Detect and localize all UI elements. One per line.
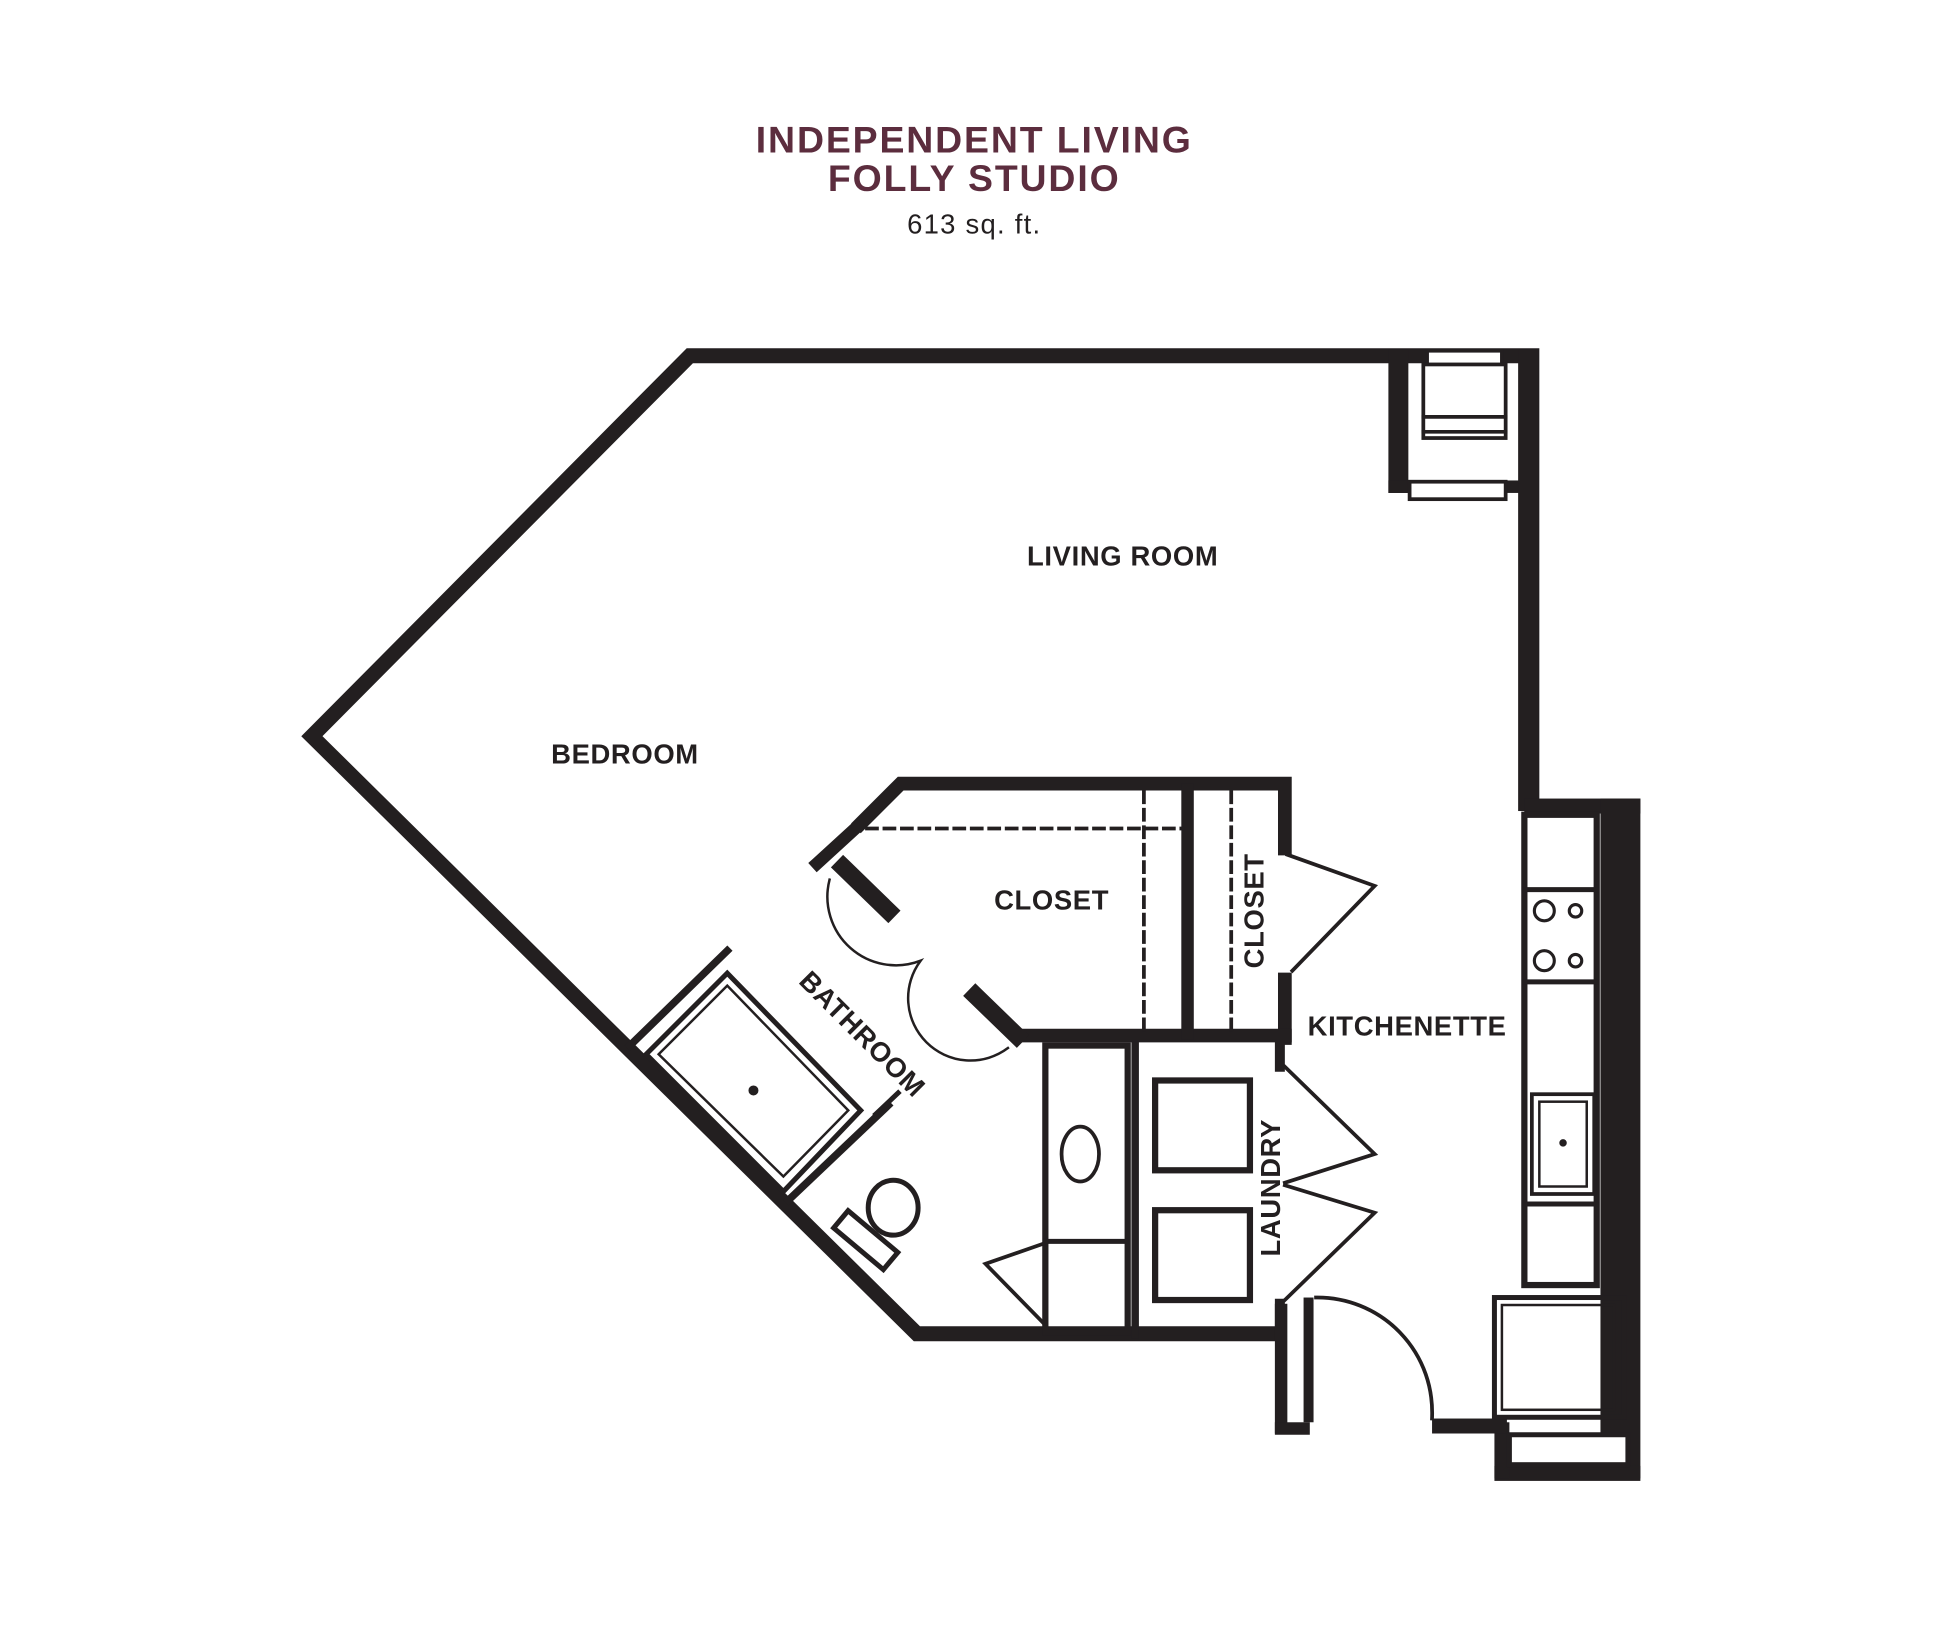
label-closet-small: CLOSET (1239, 853, 1270, 968)
title-line-2: FOLLY STUDIO (828, 157, 1121, 199)
stove-icon (1532, 899, 1584, 973)
title-line-1: INDEPENDENT LIVING (756, 118, 1193, 160)
dryer-icon (1152, 1207, 1254, 1304)
bathtub-icon (624, 945, 902, 1206)
entry-door (1314, 1295, 1435, 1421)
laundry-area (1131, 1040, 1379, 1340)
kitchen-counter (1521, 811, 1600, 1289)
sink-icon (1529, 1092, 1597, 1196)
exterior-walls (301, 348, 1641, 1481)
vanity-icon (982, 1042, 1131, 1336)
label-laundry: LAUNDRY (1255, 1119, 1286, 1256)
area-text: 613 sq. ft. (907, 208, 1041, 239)
label-bedroom: BEDROOM (551, 739, 699, 770)
label-living-room: LIVING ROOM (1027, 540, 1218, 571)
label-closet-main: CLOSET (994, 885, 1109, 916)
label-kitchenette: KITCHENETTE (1308, 1011, 1507, 1042)
closet-shelf-dashes (865, 790, 1234, 1033)
closet-walls (808, 776, 1379, 1062)
toilet-icon (830, 1177, 921, 1274)
armchair-icon (1407, 348, 1508, 502)
refrigerator-icon (1491, 1295, 1631, 1468)
washer-icon (1152, 1077, 1254, 1174)
